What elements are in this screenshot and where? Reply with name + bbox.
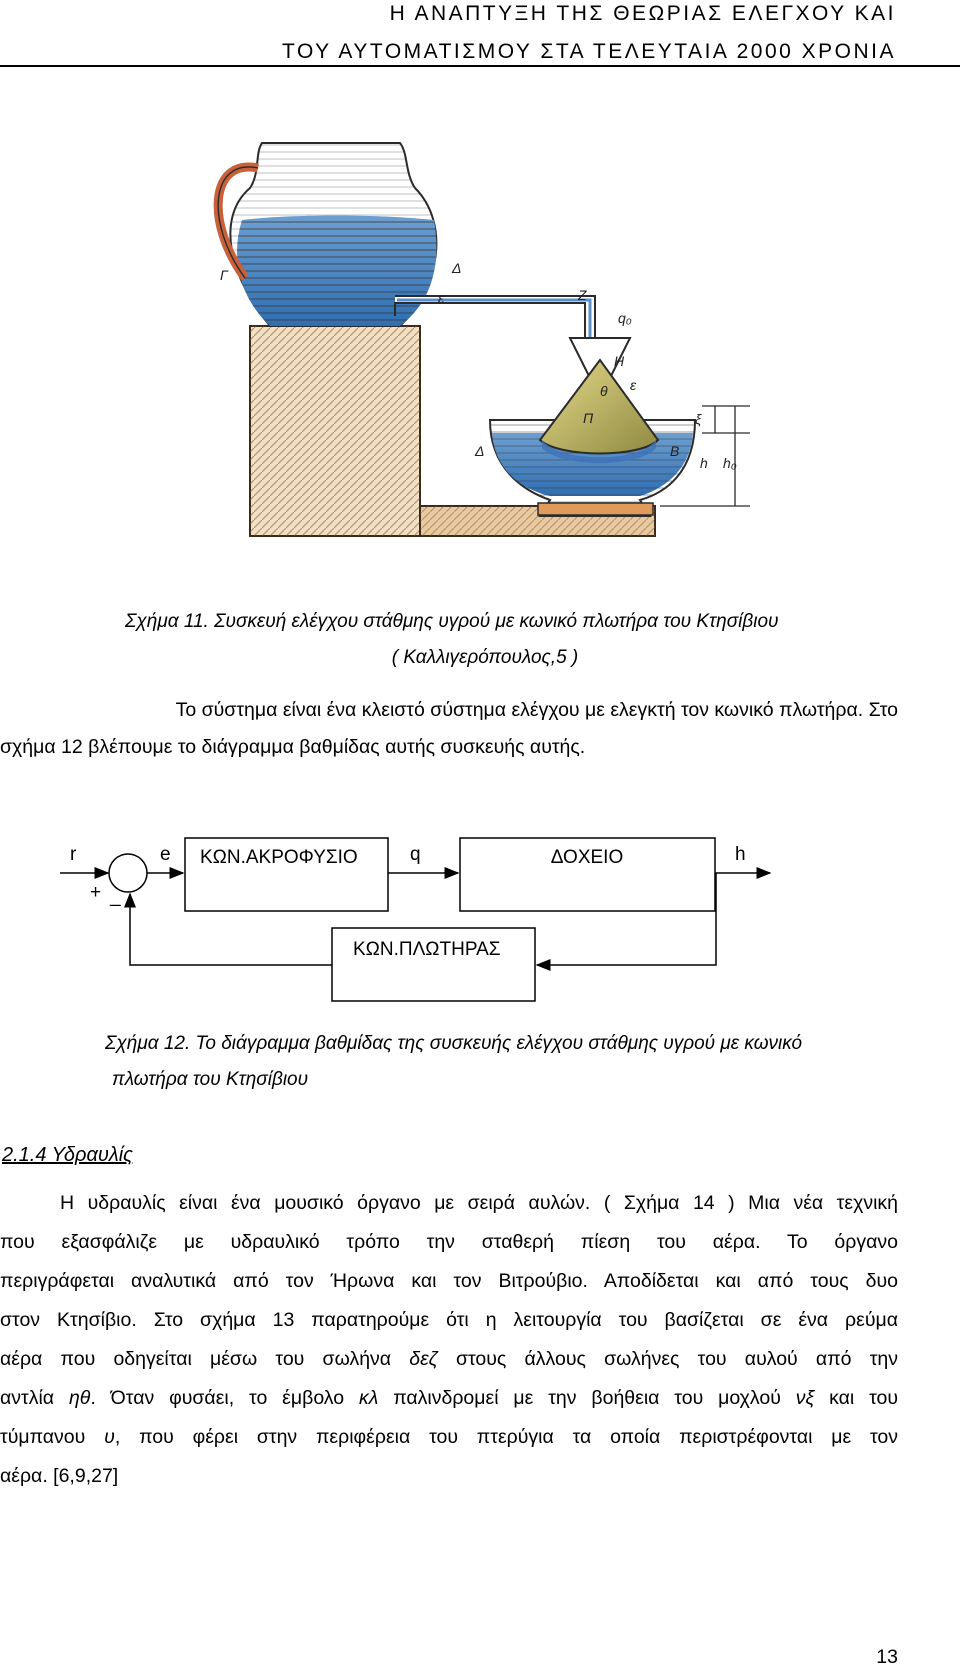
feedback-arrow-in <box>535 873 717 971</box>
label-xi: ξ <box>695 411 702 427</box>
paragraph-2-line-7: τύμπανου υ, που φέρει στην περιφέρεια το… <box>0 1426 899 1448</box>
label-zeta: Ζ <box>577 287 587 303</box>
paragraph-2-line-2: που εξασφάλιζε με υδραυλικό τρόπο την στ… <box>0 1231 898 1253</box>
page-number: 13 <box>876 1646 898 1668</box>
water-jar <box>213 142 438 327</box>
paragraph-1-line-2: σχήμα 12 βλέπουμε το διάγραμμα βαθμίδας … <box>0 736 586 758</box>
header-line-2: ΤΟΥ ΑΥΤΟΜΑΤΙΣΜΟΥ ΣΤΑ ΤΕΛΕΥΤΑΙΑ 2000 ΧΡΟΝ… <box>282 40 896 63</box>
plus-sign: + <box>90 882 101 903</box>
figure-11-illustration: Γ Δ ε Ζ q₀ Η θ Π ε Δ Β ξ h h₀ <box>213 142 750 537</box>
label-h0: h₀ <box>723 455 737 471</box>
paragraph-2-line-5: αέρα που οδηγείται μέσω του σωλήνα δεζ σ… <box>0 1348 898 1370</box>
header-rule <box>0 65 960 67</box>
label-epsilon-top: ε <box>438 290 445 306</box>
figure-12-block-diagram: r e + _ ΚΩΝ.ΑΚΡΟΦΥΣΙΟ q ΔΟΧΕΙΟ h ΚΩΝ.ΠΛΩ… <box>60 837 772 1002</box>
figure-12-caption: Σχήμα 12. Το διάγραμμα βαθμίδας της συσκ… <box>105 1033 885 1091</box>
minus-sign: _ <box>109 886 121 907</box>
signal-h-label: h <box>735 844 746 865</box>
block-float-label: ΚΩΝ.ΠΛΩΤΗΡΑΣ <box>353 939 501 960</box>
label-beta: Β <box>670 443 679 459</box>
label-delta-bowl: Δ <box>474 443 484 459</box>
paragraph-1: Το σύστημα είναι ένα κλειστό σύστημα ελέ… <box>0 699 898 759</box>
signal-r-label: r <box>70 844 77 865</box>
block-nozzle-label: ΚΩΝ.ΑΚΡΟΦΥΣΙΟ <box>200 847 358 868</box>
paragraph-1-line-1: Το σύστημα είναι ένα κλειστό σύστημα ελέ… <box>175 699 898 721</box>
paragraph-2-line-8: αέρα. [6,9,27] <box>0 1465 119 1487</box>
label-epsilon: ε <box>630 377 637 393</box>
label-delta-top: Δ <box>451 260 461 276</box>
dimension-lines <box>660 405 750 507</box>
label-pi: Π <box>583 410 594 426</box>
figure-11-caption-line-2: ( Καλλιγερόπουλος,5 ) <box>391 647 579 668</box>
block-tank-label: ΔΟΧΕΙΟ <box>551 847 623 868</box>
figure-11-labels: Γ Δ ε Ζ q₀ Η θ Π ε Δ Β ξ h h₀ <box>220 260 737 471</box>
feedback-arrow-out <box>124 892 332 966</box>
header-line-1: Η ΑΝΑΠΤΥΞΗ ΤΗΣ ΘΕΩΡΙΑΣ ΕΛΕΓΧΟΥ ΚΑΙ <box>389 2 896 25</box>
paragraph-2-line-1: Η υδραυλίς είναι ένα μουσικό όργανο με σ… <box>60 1192 898 1214</box>
block-nozzle <box>184 837 389 912</box>
paragraph-2-line-6: αντλία ηθ. Όταν φυσάει, το έμβολο κλ παλ… <box>0 1387 899 1409</box>
paragraph-2: Η υδραυλίς είναι ένα μουσικό όργανο με σ… <box>0 1184 898 1496</box>
figure-12-caption-line-1: Σχήμα 12. Το διάγραμμα βαθμίδας της συσκ… <box>105 1033 803 1054</box>
running-header: Η ΑΝΑΠΤΥΞΗ ΤΗΣ ΘΕΩΡΙΑΣ ΕΛΕΓΧΟΥ ΚΑΙ ΤΟΥ Α… <box>282 0 896 70</box>
paragraph-2-line-3: περιγράφεται αναλυτικά από τον Ήρωνα και… <box>0 1270 898 1292</box>
figure-11-caption-line-1: Σχήμα 11. Συσκευή ελέγχου στάθμης υγρού … <box>125 611 779 632</box>
label-eta: Η <box>614 353 625 369</box>
section-heading: 2.1.4 Υδραυλίς <box>2 1144 133 1166</box>
block-tank <box>459 837 716 912</box>
figure-12-caption-line-2: πλωτήρα του Κτησίβιου <box>112 1069 309 1090</box>
conical-float <box>538 358 660 455</box>
label-h: h <box>700 455 708 471</box>
label-gamma: Γ <box>220 267 229 283</box>
label-theta: θ <box>600 383 608 399</box>
paragraph-2-line-4: στον Κτησίβιο. Στο σχήμα 13 παρατηρούμε … <box>0 1309 898 1331</box>
signal-e-label: e <box>160 844 171 865</box>
label-q0: q₀ <box>618 310 632 326</box>
figure-11-caption: Σχήμα 11. Συσκευή ελέγχου στάθμης υγρού … <box>125 611 845 669</box>
signal-q-label: q <box>410 844 421 865</box>
